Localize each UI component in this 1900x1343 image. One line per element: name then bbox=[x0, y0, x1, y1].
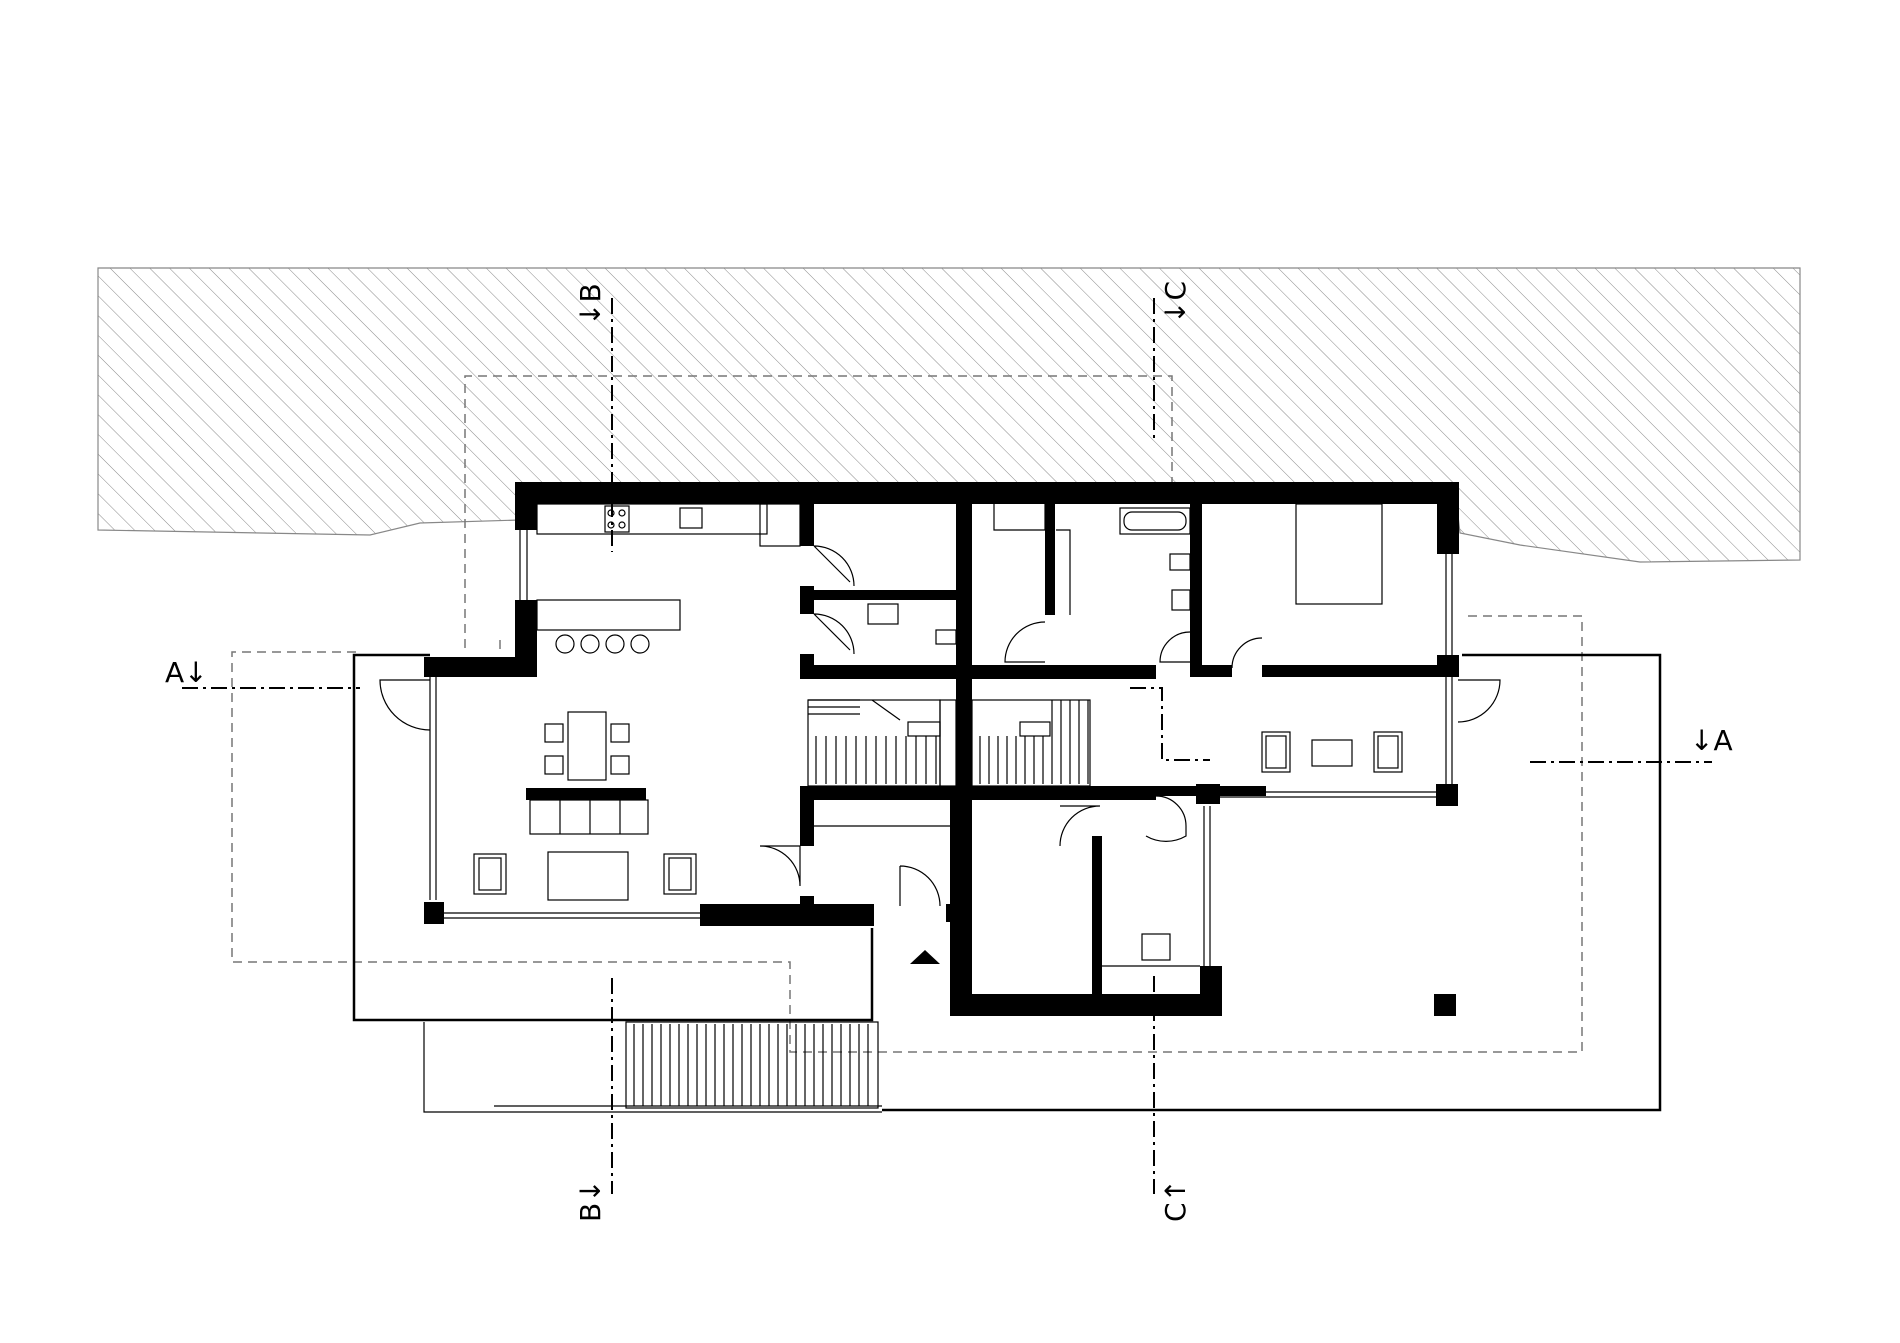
glazing-lines bbox=[429, 500, 1453, 968]
section-b-top-label: ↓B bbox=[574, 283, 607, 326]
interior-stairs bbox=[807, 699, 1091, 787]
section-b-bottom-label: B↓ bbox=[574, 1179, 607, 1222]
terrain-hatch bbox=[97, 267, 1801, 563]
roof-outline-dashed bbox=[231, 375, 1583, 1053]
section-labels: A↓ ↓A ↓B B↓ ↓C C↑ bbox=[165, 281, 1733, 1222]
structural-walls bbox=[424, 482, 1459, 1016]
section-c-top-label: ↓C bbox=[1159, 281, 1192, 324]
doors bbox=[379, 545, 1501, 907]
entrance-stairs bbox=[625, 1021, 879, 1109]
section-c-bottom-label: C↑ bbox=[1159, 1179, 1192, 1222]
section-a-right-label: ↓A bbox=[1690, 724, 1733, 757]
furniture bbox=[473, 503, 1456, 1016]
section-cut-lines bbox=[182, 298, 1712, 1194]
section-a-left-label: A↓ bbox=[165, 656, 208, 689]
